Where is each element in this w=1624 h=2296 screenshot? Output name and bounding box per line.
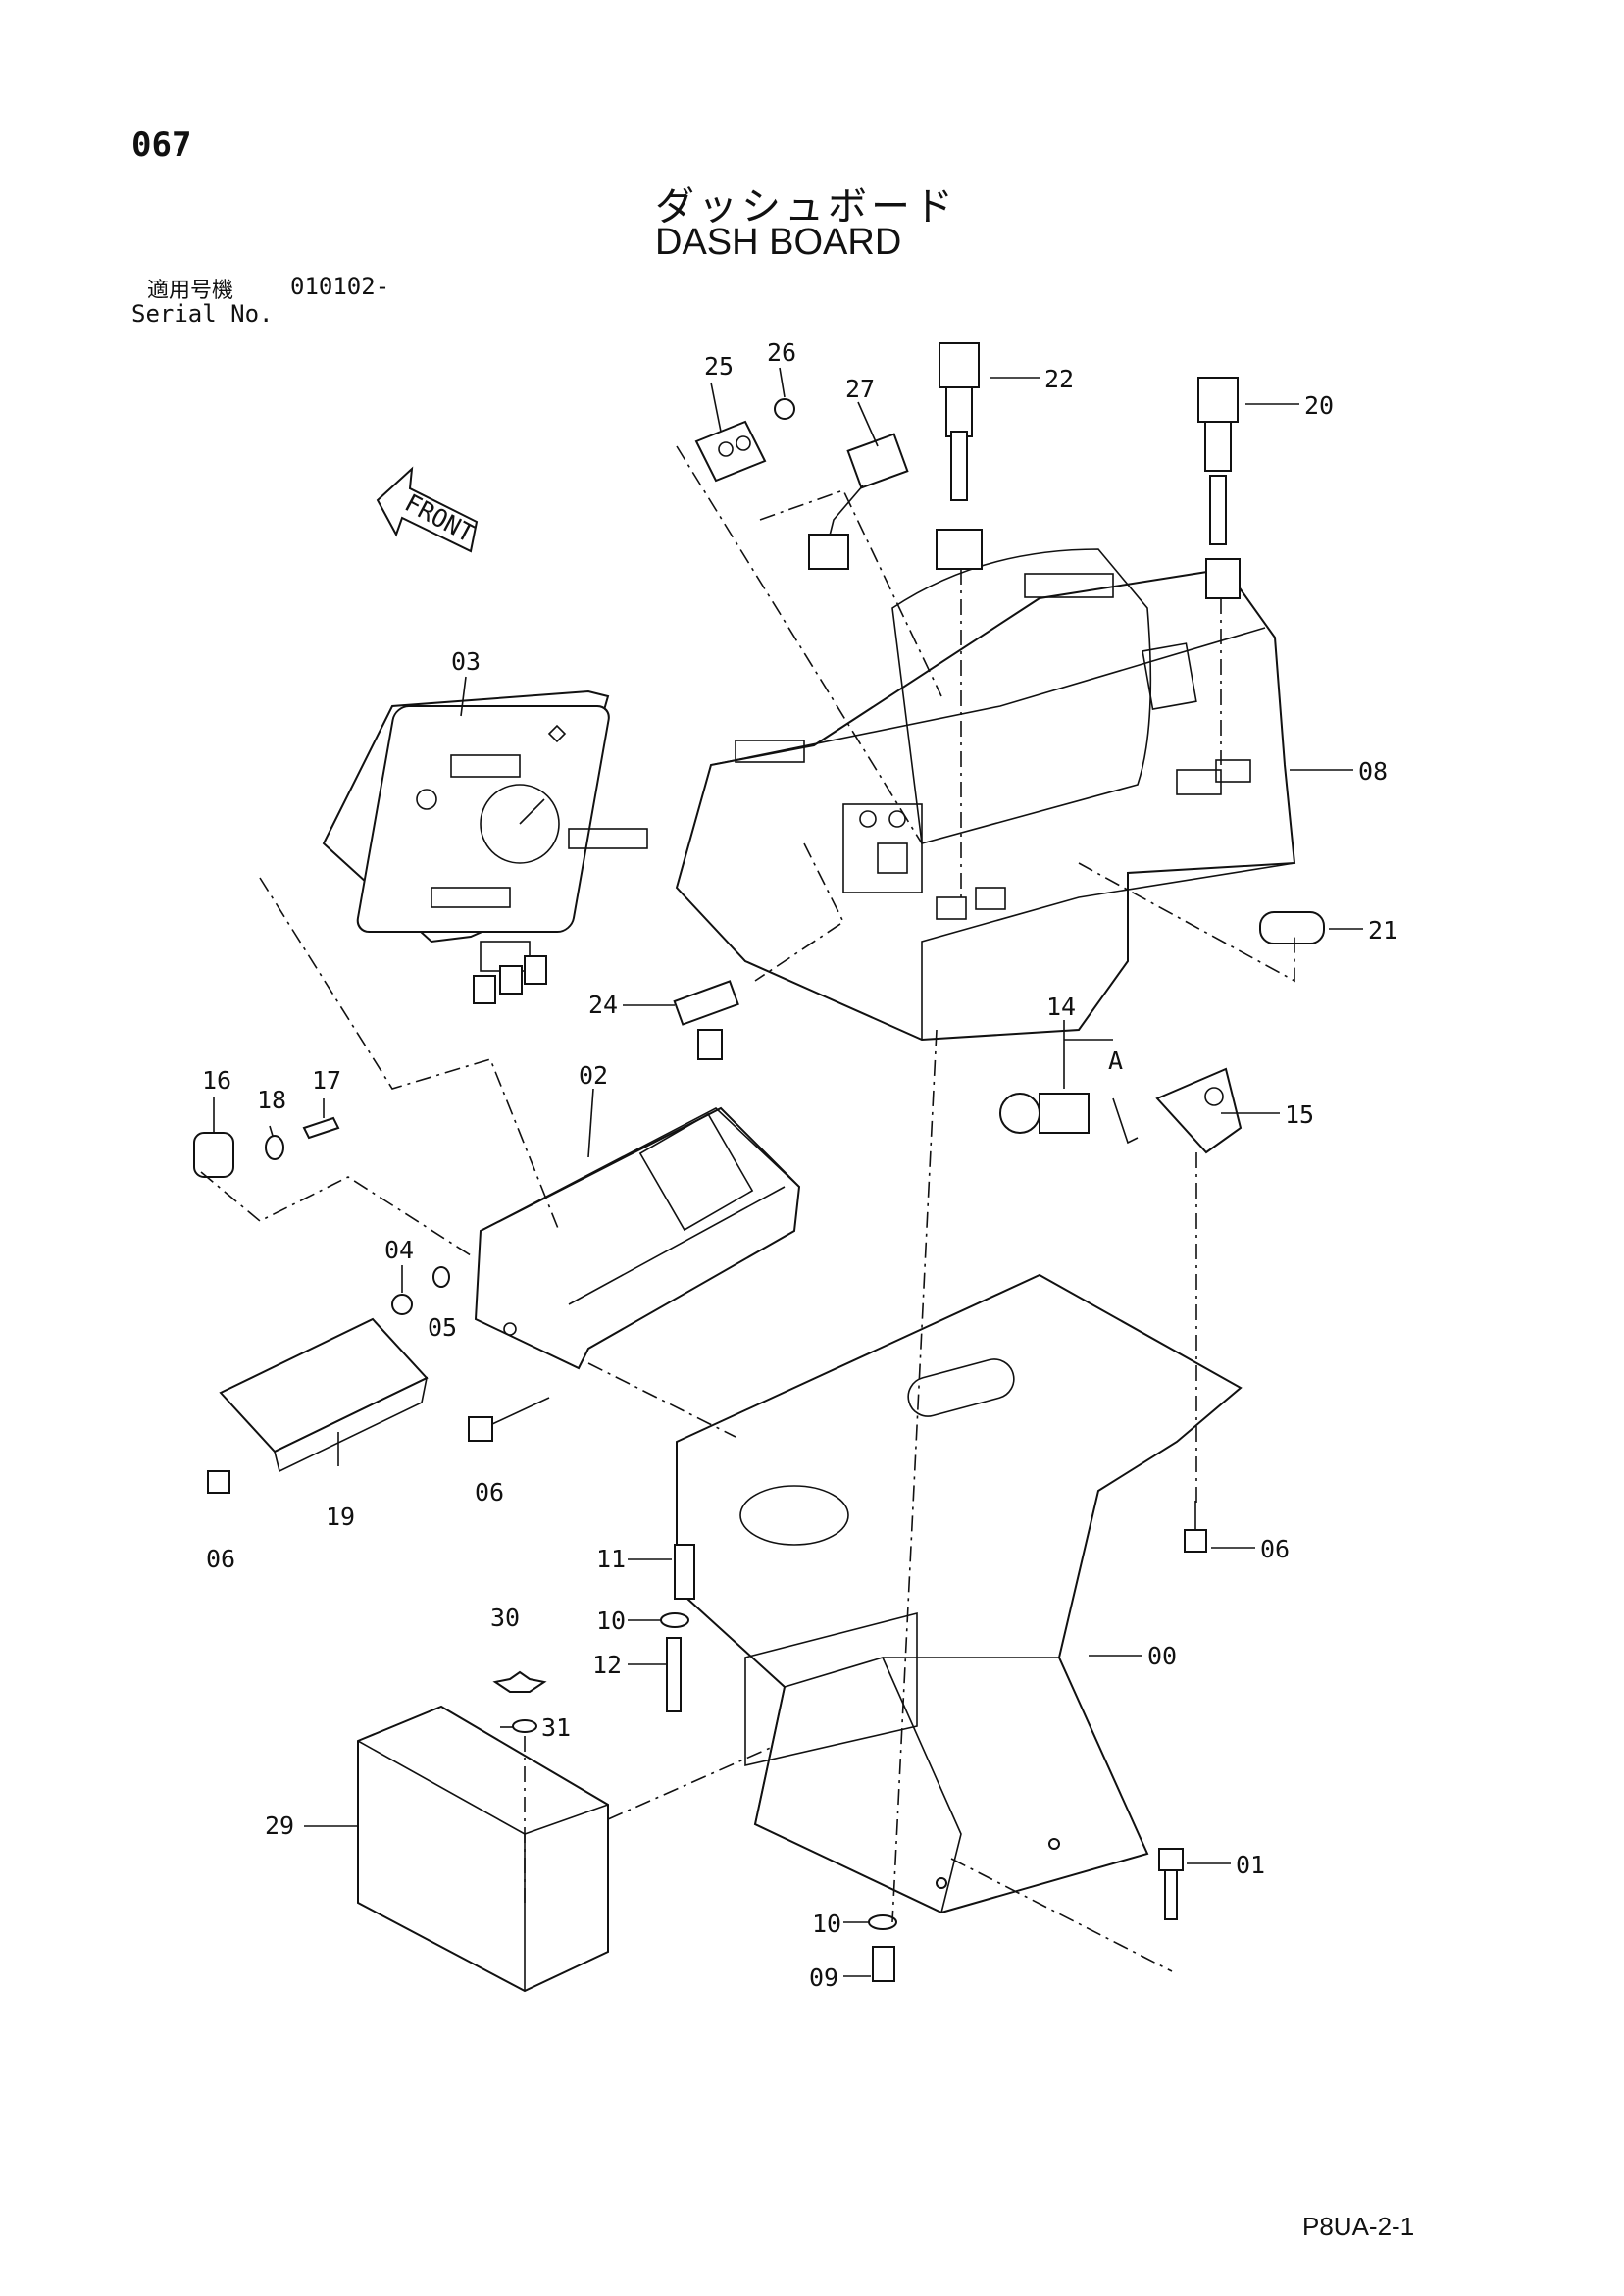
assembly-lines [200,445,1295,1972]
callout-10-lower: 10 [812,1910,841,1938]
plate-25 [694,420,767,483]
key-switch-bracket [1155,1067,1243,1154]
callout-06-center: 06 [475,1478,504,1506]
callout-25: 25 [704,352,734,381]
screw-17 [302,1116,340,1140]
dash-bracket [474,1106,801,1370]
controller-box [357,1705,609,1993]
front-label: FRONT [400,488,479,548]
callout-22: 22 [1044,365,1074,393]
callout-19: 19 [326,1503,355,1531]
page-title-japanese: ダッシュボード [655,184,957,230]
bolt-06-center [468,1397,550,1442]
callout-18: 18 [257,1086,286,1114]
washer-05 [432,1266,450,1288]
callout-11: 11 [596,1545,626,1573]
callout-leaders [213,367,1363,1977]
key-switch [999,1093,1139,1145]
callout-01: 01 [1236,1851,1265,1879]
callout-29: 29 [265,1811,294,1840]
bolt-12 [666,1637,682,1712]
callout-31: 31 [541,1713,571,1742]
callout-00: 00 [1147,1642,1177,1670]
callout-17: 17 [312,1066,341,1095]
page-title: DASH BOARD [655,222,902,263]
front-direction-arrow: FRONT [376,466,479,553]
switch-harness-20 [1197,377,1241,599]
callout-12: 12 [592,1651,622,1679]
bolt-01 [1158,1848,1184,1920]
nut-04 [391,1294,413,1315]
callout-02: 02 [579,1061,608,1090]
callout-27: 27 [845,375,875,403]
monitor-meter-panel [322,689,648,1004]
screw-26 [774,398,795,420]
serial-label-japanese: 適用号機 [147,279,234,303]
callout-06-left: 06 [206,1545,235,1573]
bolt-09 [872,1946,895,1982]
wing-nut-30 [492,1670,547,1693]
cushion-21 [1259,911,1325,944]
callout-24: 24 [588,991,618,1019]
washer-31 [512,1719,537,1733]
callout-20: 20 [1304,391,1334,420]
callout-14: 14 [1046,993,1076,1021]
callout-21: 21 [1368,916,1397,944]
callout-09: 09 [809,1964,838,1992]
callout-06-right: 06 [1260,1535,1290,1563]
callout-05: 05 [428,1313,457,1342]
bolt-06-right [1184,1501,1207,1553]
callout-03: 03 [451,647,481,676]
rocker-switch-27 [808,433,909,570]
spacer-11 [674,1544,695,1600]
switch-harness-22 [936,342,983,570]
serial-number-range: 010102- [290,273,390,300]
serial-label: Serial No. [131,300,274,328]
column-stand [676,1273,1243,1914]
clamp-16 [193,1132,234,1178]
bolt-06-left [207,1470,230,1494]
callout-15: 15 [1285,1100,1314,1129]
page-number: 067 [131,126,192,165]
switch-24 [673,980,739,1060]
callout-30: 30 [490,1604,520,1632]
callout-labels: 00 01 02 03 04 05 06 06 06 08 09 10 10 1… [202,338,1397,1992]
washer-10-upper [660,1612,689,1628]
cover-plate [219,1317,429,1473]
callout-A: A [1108,1046,1123,1075]
callout-16: 16 [202,1066,231,1095]
callout-04: 04 [384,1236,414,1264]
drawing-code: P8UA-2-1 [1302,2212,1415,2241]
callout-26: 26 [767,338,796,367]
callout-08: 08 [1358,757,1388,786]
dash-panel-housing [675,548,1296,1042]
washer-18 [265,1135,284,1160]
callout-10-upper: 10 [596,1607,626,1635]
